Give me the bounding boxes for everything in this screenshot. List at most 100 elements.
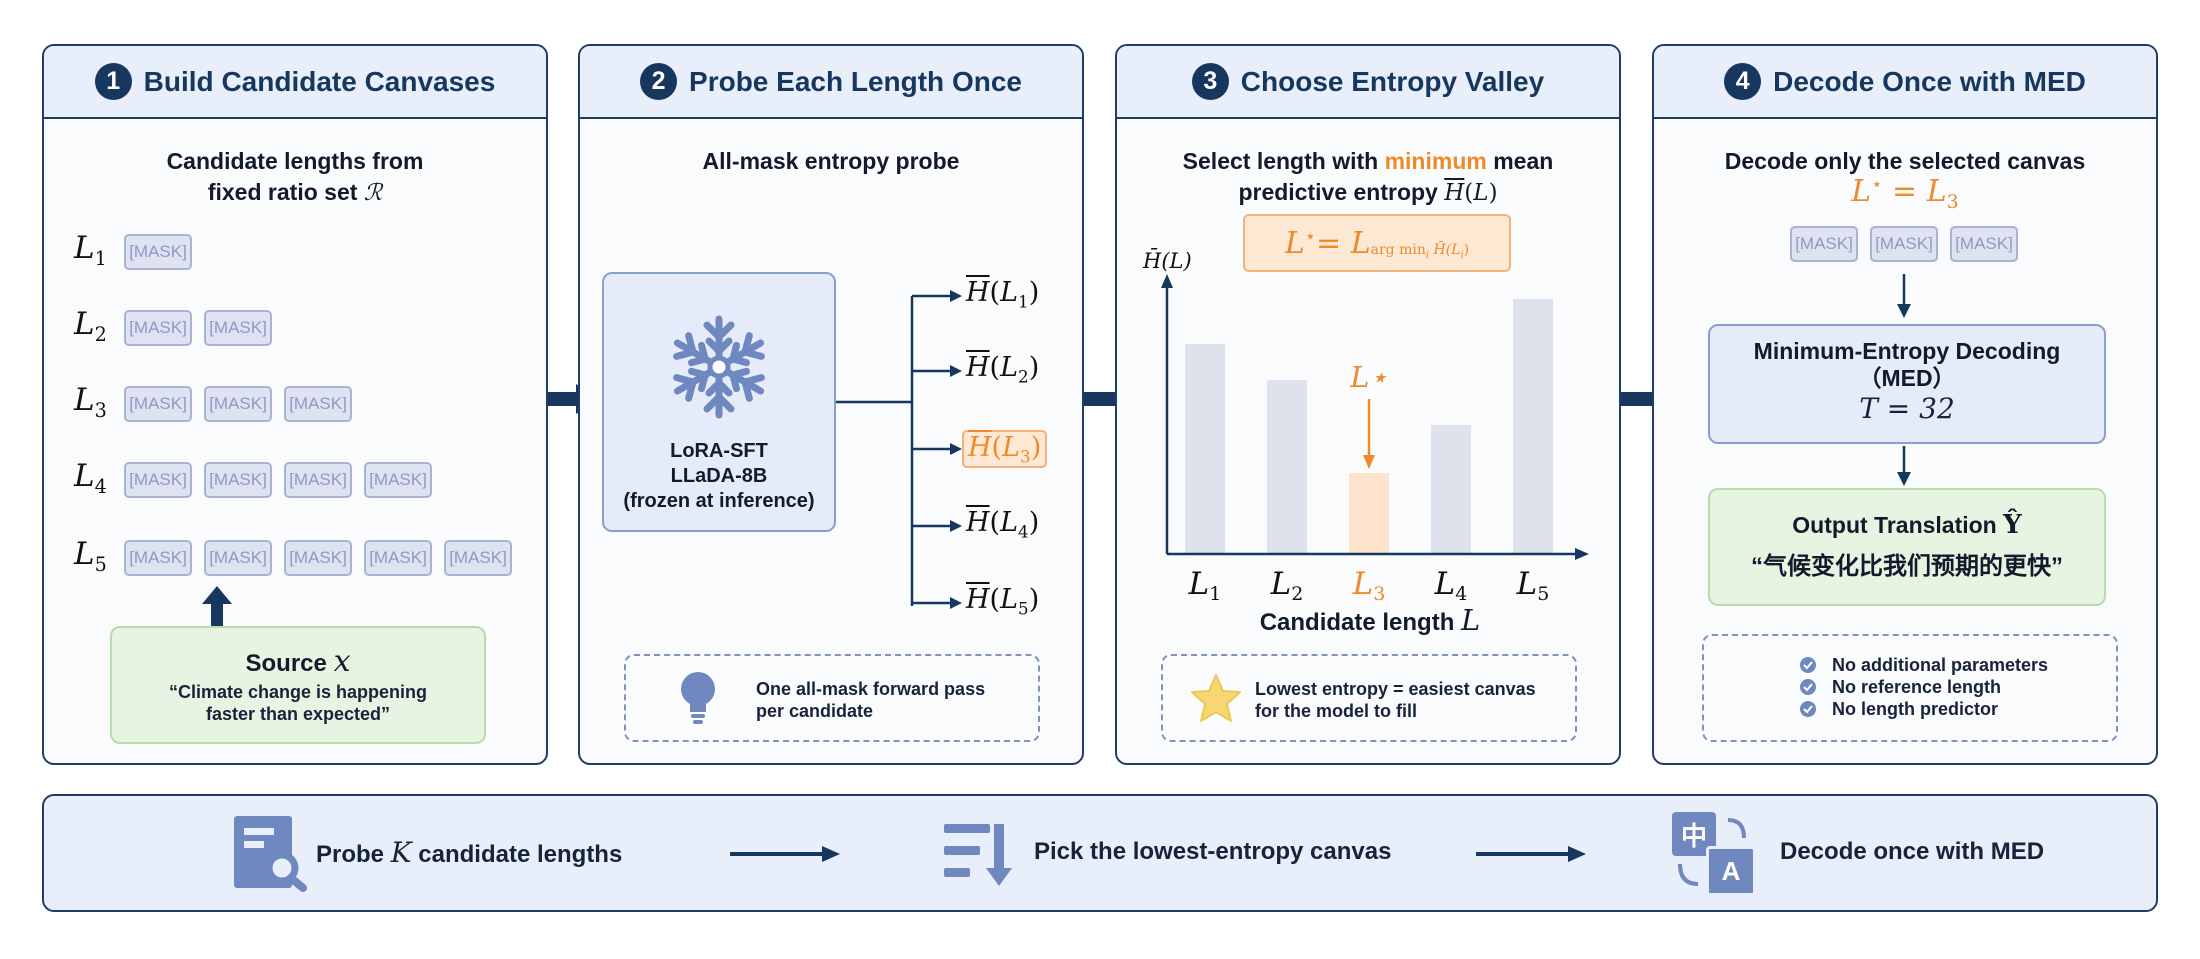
check-icon: [1800, 701, 1816, 717]
mask-token: [MASK]: [204, 462, 272, 498]
subtitle-line: fixed ratio set ℛ: [44, 177, 546, 209]
bar-l4: [1431, 425, 1471, 554]
med-box: Minimum-Entropy Decoding （MED） T = 32: [1708, 324, 2106, 444]
step-number-badge: 4: [1724, 63, 1762, 100]
lightbulb-icon: [681, 672, 715, 724]
med-title-line: （MED）: [1858, 365, 1956, 391]
mask-token: [MASK]: [1870, 226, 1938, 262]
x-tick-label: L4: [1434, 566, 1468, 605]
source-text-line: “Climate change is happening: [168, 682, 428, 702]
subtitle-line: Candidate lengths from: [166, 148, 424, 174]
selected-index: 3: [1946, 191, 1959, 213]
panel-subtitle: Decode only the selected canvas: [1724, 148, 2086, 174]
summary-step-3: Decode once with MED: [1780, 838, 2045, 865]
mask-token: [MASK]: [444, 540, 512, 576]
formula-entropy: H̄(L: [1433, 241, 1461, 258]
check-item: No additional parameters: [1800, 654, 2048, 676]
selected-var: L: [1851, 174, 1872, 209]
subtitle-text: Select length with: [1182, 148, 1379, 174]
length-index: 2: [1018, 366, 1029, 387]
output-variable: Ŷ: [2003, 510, 2022, 540]
bar-l2: [1267, 380, 1307, 554]
length-var: L: [1000, 507, 1019, 538]
mask-token: [MASK]: [1790, 226, 1858, 262]
length-index: 3: [94, 399, 107, 423]
subtitle-text: predictive entropy: [1238, 179, 1438, 205]
mask-token: [MASK]: [284, 540, 352, 576]
down-arrow-icon: [1897, 446, 1911, 486]
x-axis-title: Candidate length L: [1260, 603, 1481, 637]
entropy-output: H(L4): [966, 507, 1040, 542]
candidate-length-label: L3: [74, 382, 107, 422]
model-label: LoRA-SFT LLaDA-8B (frozen at inference): [604, 439, 834, 514]
length-var: L: [1000, 584, 1019, 615]
mask-token: [MASK]: [124, 540, 192, 576]
summary-variable: K: [390, 836, 412, 869]
panel-subtitle: Candidate lengths from fixed ratio set ℛ: [44, 146, 546, 209]
med-title-line: Minimum-Entropy Decoding: [1753, 338, 2061, 364]
x-axis-arrowhead: [1575, 548, 1589, 560]
note-text: Lowest entropy = easiest canvas for the …: [1255, 678, 1536, 722]
panel-header: 4 Decode Once with MED: [1654, 46, 2156, 119]
length-var: L: [1000, 352, 1019, 383]
length-index: 5: [1018, 598, 1029, 619]
check-icon: [1800, 679, 1816, 695]
note-text-line: for the model to fill: [1255, 701, 1417, 721]
panel-choose-valley: 3 Choose Entropy Valley Select length wi…: [1115, 44, 1621, 765]
model-label-line: LoRA-SFT: [670, 440, 768, 462]
mask-token: [MASK]: [284, 462, 352, 498]
note-box: One all-mask forward pass per candidate: [624, 654, 1040, 742]
x-tick-label: L2: [1270, 566, 1304, 605]
check-item: No length predictor: [1800, 698, 2048, 720]
panel-header: 1 Build Candidate Canvases: [44, 46, 546, 119]
entropy-output: H(L1): [966, 277, 1040, 312]
formula-var: L: [1284, 225, 1305, 261]
selected-eq: = L: [1882, 174, 1947, 209]
formula-argmin: arg min: [1370, 241, 1426, 258]
y-axis-arrowhead: [1161, 274, 1173, 288]
panel-title: Choose Entropy Valley: [1240, 65, 1545, 97]
down-arrow-icon: [1897, 274, 1911, 318]
check-text: No length predictor: [1832, 698, 1998, 719]
mask-token: [MASK]: [204, 540, 272, 576]
candidate-length-label: L2: [74, 306, 107, 346]
length-index: 4: [1018, 521, 1029, 542]
translate-glyph-a: A: [1706, 846, 1756, 896]
min-length-marker-arrowhead: [1363, 455, 1375, 469]
source-text-line: faster than expected”: [205, 704, 391, 724]
note-text-line: Lowest entropy = easiest canvas: [1255, 679, 1536, 699]
model-label-line: (frozen at inference): [623, 490, 815, 512]
x-tick-label: L1: [1188, 566, 1222, 605]
summary-text: candidate lengths: [418, 841, 623, 868]
panel-title: Decode Once with MED: [1773, 65, 2086, 97]
panel-title: Probe Each Length Once: [689, 65, 1022, 97]
bar-l3: [1349, 473, 1389, 554]
length-var: L: [1000, 277, 1019, 308]
bar-l1: [1185, 344, 1225, 554]
panel-title: Build Candidate Canvases: [143, 65, 496, 97]
formula-subscript: arg mini H̄(Li): [1371, 242, 1470, 261]
mask-token: [MASK]: [1950, 226, 2018, 262]
bar-l5: [1513, 299, 1553, 554]
subtitle-line: predictive entropy H(L): [1238, 179, 1498, 206]
panel-build-candidates: 1 Build Candidate Canvases Candidate len…: [42, 44, 548, 765]
mask-token: [MASK]: [204, 310, 272, 346]
mask-token: [MASK]: [364, 540, 432, 576]
panel-subtitle: Select length with minimum mean predicti…: [1117, 146, 1619, 209]
translate-glyph-zh: 中: [1672, 812, 1716, 856]
ratio-set-symbol: ℛ: [363, 180, 383, 206]
entropy-output-selected: H(L3): [962, 430, 1048, 469]
subtitle-emphasis: minimum: [1384, 148, 1487, 174]
length-var: L: [74, 230, 95, 266]
candidate-length-label: L4: [74, 458, 107, 498]
summary-text: Probe: [316, 841, 385, 868]
length-var: L: [74, 536, 95, 572]
source-variable: x: [333, 644, 351, 679]
mask-token: [MASK]: [284, 386, 352, 422]
document-search-icon: [234, 816, 307, 892]
length-index: 5: [94, 553, 107, 577]
output-title-text: Output Translation: [1792, 512, 1997, 538]
